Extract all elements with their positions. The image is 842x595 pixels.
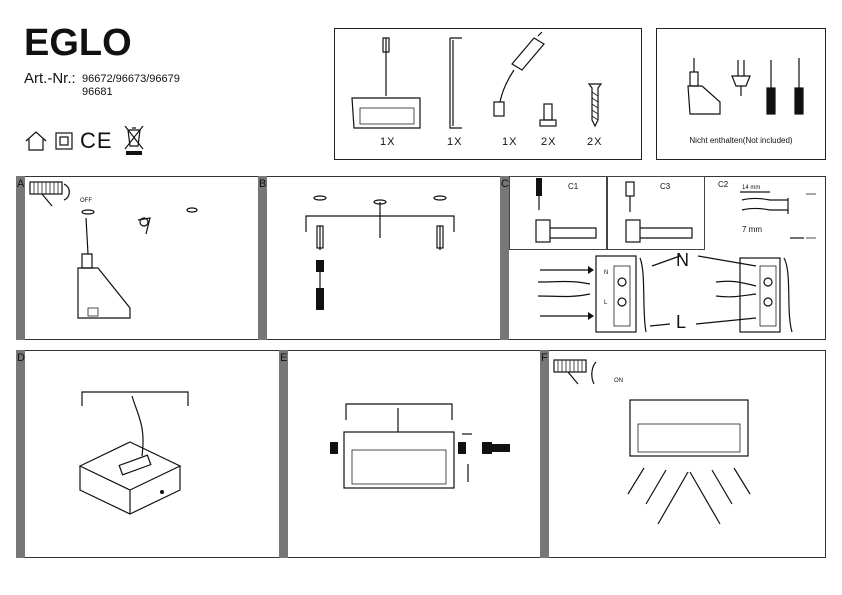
- step-f-on-label: ON: [614, 378, 623, 384]
- step-c-strip: [500, 176, 509, 340]
- step-e-letter: E: [280, 352, 288, 364]
- qty-bracket: 1X: [447, 136, 463, 148]
- article-number-label: Art.-Nr.:: [24, 70, 76, 87]
- brand-logo: EGLO: [24, 22, 132, 64]
- strip-length-14mm: 14 mm: [742, 185, 761, 191]
- tools-caption: Nicht enthalten(Not included): [689, 136, 793, 145]
- article-numbers-line1: 96672/96673/96679: [82, 73, 180, 85]
- article-numbers: 96672/96673/96679 96681: [82, 73, 180, 99]
- step-d-connect-illustration: [78, 391, 189, 515]
- step-b-strip: [258, 176, 267, 340]
- step-a-drill-illustration: [77, 207, 198, 319]
- qty-led-driver: 1X: [502, 136, 518, 148]
- step-c2-strip-illustration: [740, 191, 816, 239]
- terminal-n-label: N: [604, 270, 609, 276]
- indoor-house-icon: [25, 131, 47, 151]
- neutral-label: N: [676, 250, 689, 270]
- step-c3-label: C3: [660, 182, 671, 191]
- qty-lamp-body: 1X: [380, 136, 396, 148]
- step-a-letter: A: [17, 178, 25, 190]
- qty-wall-plug: 2X: [541, 136, 557, 148]
- step-a-off-label: OFF: [80, 198, 92, 204]
- flat-screwdriver-icon: [794, 58, 804, 115]
- step-a-strip: [16, 176, 25, 340]
- wire-stripper-icon: [731, 60, 751, 96]
- package-contents-box: [334, 28, 642, 160]
- qty-screw: 2X: [587, 136, 603, 148]
- phillips-screwdriver-icon: [766, 60, 776, 115]
- step-e-strip: [279, 350, 288, 558]
- terminal-l-label: L: [604, 300, 608, 306]
- step-c-letter: C: [501, 178, 509, 190]
- switch-on-icon: [553, 359, 597, 385]
- step-c-wiring-illustration: [537, 255, 793, 333]
- step-d-letter: D: [17, 352, 25, 364]
- switch-off-icon: [29, 181, 70, 207]
- class-ii-insulation-icon: [55, 132, 73, 150]
- led-driver-icon: [493, 31, 545, 117]
- step-c1-box: [509, 176, 607, 250]
- step-c1-label: C1: [568, 182, 579, 191]
- step-d-strip: [16, 350, 25, 558]
- step-e-mount-illustration: [330, 403, 510, 489]
- step-b-letter: B: [259, 178, 267, 190]
- drill-icon: [687, 58, 721, 115]
- lamp-body-icon: [351, 37, 421, 129]
- weee-bin-icon: [124, 125, 144, 155]
- ce-mark-icon: CE: [80, 128, 113, 153]
- step-f-strip: [540, 350, 549, 558]
- mounting-bracket-icon: [449, 37, 462, 129]
- screw-icon: [587, 83, 603, 128]
- step-c3-box: [607, 176, 705, 250]
- step-f-light-on-illustration: [627, 399, 751, 525]
- live-label: L: [676, 312, 687, 332]
- article-numbers-line2: 96681: [82, 86, 113, 98]
- step-c1-terminal-illustration: [535, 178, 597, 243]
- tools-not-included-box: [656, 28, 826, 160]
- step-c2-label: C2: [718, 180, 729, 189]
- step-c3-terminal-illustration: [625, 181, 693, 243]
- wall-plug-icon: [539, 103, 557, 127]
- strip-length-7mm: 7 mm: [742, 225, 762, 234]
- step-f-letter: F: [541, 352, 548, 364]
- step-b-bracket-illustration: [305, 195, 455, 310]
